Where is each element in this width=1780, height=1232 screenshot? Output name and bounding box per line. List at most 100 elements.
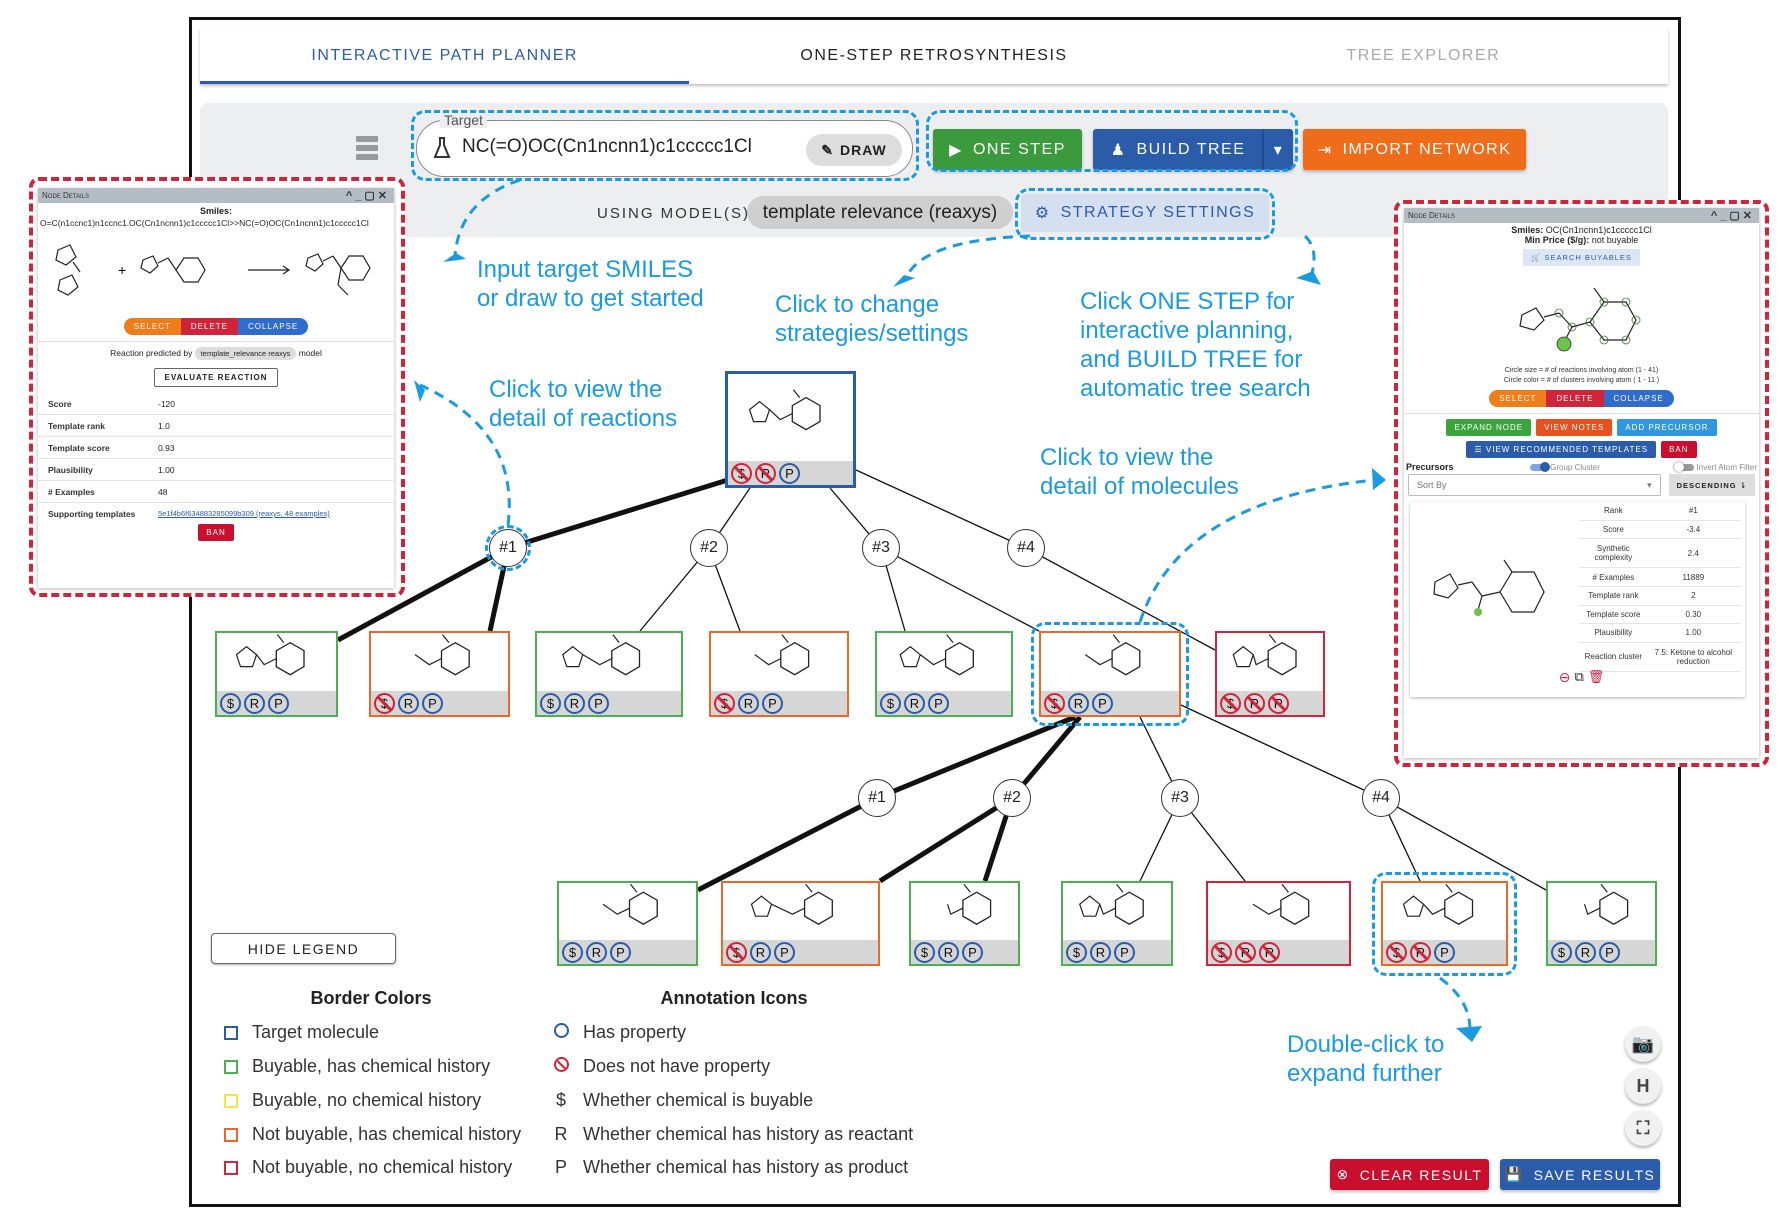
h-button[interactable]: H bbox=[1625, 1068, 1661, 1104]
collapse-button[interactable]: COLLAPSE bbox=[238, 318, 309, 335]
reaction-node[interactable]: #1 bbox=[858, 779, 896, 817]
ban-molecule-button[interactable]: BAN bbox=[1661, 441, 1697, 458]
reaction-details-panel: Node Details^_▢✕ Smiles: O=C(n1ccnc1)n1c… bbox=[38, 188, 394, 588]
color-swatch-icon bbox=[224, 1025, 238, 1040]
window-controls[interactable]: ^_▢✕ bbox=[345, 190, 390, 202]
buyable-absent-icon: $ bbox=[731, 462, 752, 484]
reaction-node[interactable]: #4 bbox=[1007, 529, 1045, 567]
group-cluster-label: Group Cluster bbox=[1550, 462, 1600, 472]
reaction-node[interactable]: #2 bbox=[993, 779, 1031, 817]
precursor-value: -3.4 bbox=[1646, 520, 1740, 540]
legend-border-item: Not buyable, has chemical history bbox=[224, 1124, 521, 1145]
target-smiles-value[interactable]: NC(=O)OC(Cn1ncnn1)c1ccccc1Cl bbox=[462, 136, 752, 157]
property-name: Template rank bbox=[48, 421, 106, 431]
reactant-absent-icon: R bbox=[1244, 692, 1265, 714]
r-icon: R bbox=[554, 1124, 568, 1144]
save-results-button[interactable]: 💾SAVE RESULTS bbox=[1500, 1159, 1660, 1190]
view-recommended-templates-button[interactable]: ☰ VIEW RECOMMENDED TEMPLATES bbox=[1466, 441, 1657, 458]
molecule-image bbox=[1548, 883, 1655, 940]
list-menu-icon[interactable] bbox=[356, 136, 378, 162]
precursor-key: Synthetic complexity bbox=[1580, 538, 1647, 569]
remove-icon[interactable]: ⊖ bbox=[1558, 669, 1571, 685]
reaction-node[interactable]: #1 bbox=[489, 529, 527, 567]
sort-by-select[interactable]: Sort By▾ bbox=[1408, 474, 1661, 496]
hide-legend-button[interactable]: HIDE LEGEND bbox=[211, 933, 396, 964]
select-button[interactable]: SELECT bbox=[123, 318, 181, 335]
evaluate-reaction-button[interactable]: EVALUATE REACTION bbox=[153, 368, 279, 387]
reactant-absent-icon: R bbox=[1268, 692, 1289, 714]
clear-label: CLEAR RESULT bbox=[1359, 1166, 1483, 1183]
buyable-absent-icon: $ bbox=[726, 941, 747, 963]
view-notes-button[interactable]: VIEW NOTES bbox=[1536, 419, 1613, 436]
strategy-settings-button[interactable]: ⚙STRATEGY SETTINGS bbox=[1021, 194, 1269, 232]
delete-button[interactable]: DELETE bbox=[180, 318, 238, 335]
reaction-node[interactable]: #3 bbox=[1161, 779, 1199, 817]
collapse-button[interactable]: COLLAPSE bbox=[1603, 390, 1674, 407]
select-button[interactable]: SELECT bbox=[1489, 390, 1547, 407]
draw-button[interactable]: ✎DRAW bbox=[806, 134, 902, 166]
import-network-button[interactable]: ⇥IMPORT NETWORK bbox=[1303, 129, 1526, 170]
model-chip[interactable]: template relevance (reaxys) bbox=[747, 196, 1013, 229]
expand-node-button[interactable]: EXPAND NODE bbox=[1446, 419, 1532, 436]
build-tree-button[interactable]: ♟BUILD TREE bbox=[1093, 129, 1263, 170]
molecule-structure bbox=[946, 883, 992, 925]
invert-atom-filter-toggle[interactable]: Invert Atom Filter bbox=[1674, 461, 1757, 472]
fit-view-button[interactable]: ⛶ bbox=[1625, 1110, 1661, 1146]
delete-button[interactable]: DELETE bbox=[1546, 390, 1604, 407]
trash-icon[interactable]: 🗑 bbox=[1587, 669, 1605, 684]
ban-reaction-button[interactable]: BAN bbox=[198, 524, 234, 541]
tab-tree-explorer[interactable]: TREE EXPLORER bbox=[1346, 47, 1501, 64]
legend-label: Target molecule bbox=[252, 1022, 380, 1042]
add-precursor-button[interactable]: ADD PRECURSOR bbox=[1617, 419, 1717, 436]
group-cluster-toggle[interactable]: Group Cluster bbox=[1529, 461, 1600, 472]
p-icon: P bbox=[554, 1157, 567, 1177]
build-tree-dropdown[interactable]: ▾ bbox=[1263, 129, 1293, 170]
supporting-template-link[interactable]: 5e1f4b6f634883285099b309 (reaxys, 48 exa… bbox=[158, 509, 330, 518]
molecule-image bbox=[728, 374, 853, 461]
search-buyables-button[interactable]: 🛒 SEARCH BUYABLES bbox=[1523, 249, 1640, 266]
molecule-image bbox=[1383, 883, 1506, 940]
plus-sign: + bbox=[118, 262, 126, 278]
tab-interactive-path-planner[interactable]: INTERACTIVE PATH PLANNER bbox=[200, 28, 690, 84]
save-icon: 💾 bbox=[1504, 1166, 1524, 1182]
legend-label: Whether chemical has history as product bbox=[583, 1157, 909, 1177]
camera-button[interactable]: 📷 bbox=[1625, 1026, 1661, 1062]
legend-label: Not buyable, no chemical history bbox=[252, 1157, 513, 1177]
product-present-icon: P bbox=[588, 692, 609, 714]
property-value: 1.0 bbox=[158, 421, 170, 431]
reaction-node[interactable]: #3 bbox=[862, 529, 900, 567]
reaction-node[interactable]: #2 bbox=[690, 529, 728, 567]
descending-button[interactable]: DESCENDING ⇂ bbox=[1668, 474, 1755, 496]
reaction-node[interactable]: #4 bbox=[1362, 779, 1400, 817]
window-controls[interactable]: ^_▢✕ bbox=[1710, 210, 1755, 222]
reactant-present-icon: R bbox=[244, 692, 265, 714]
copy-icon[interactable]: ⧉ bbox=[1574, 669, 1584, 684]
reactant-present-icon: R bbox=[750, 941, 771, 963]
reaction-smiles: O=C(n1ccnc1)n1ccnc1.OC(Cn1ncnn1)c1ccccc1… bbox=[40, 218, 369, 228]
tab-one-step-retrosynthesis[interactable]: ONE-STEP RETROSYNTHESIS bbox=[800, 47, 1068, 64]
one-step-button[interactable]: ▶ONE STEP bbox=[933, 129, 1082, 170]
clear-result-button[interactable]: ⊗CLEAR RESULT bbox=[1330, 1159, 1489, 1190]
legend-icon-item: Has property bbox=[553, 1022, 686, 1043]
legend-label: Whether chemical is buyable bbox=[583, 1090, 814, 1110]
